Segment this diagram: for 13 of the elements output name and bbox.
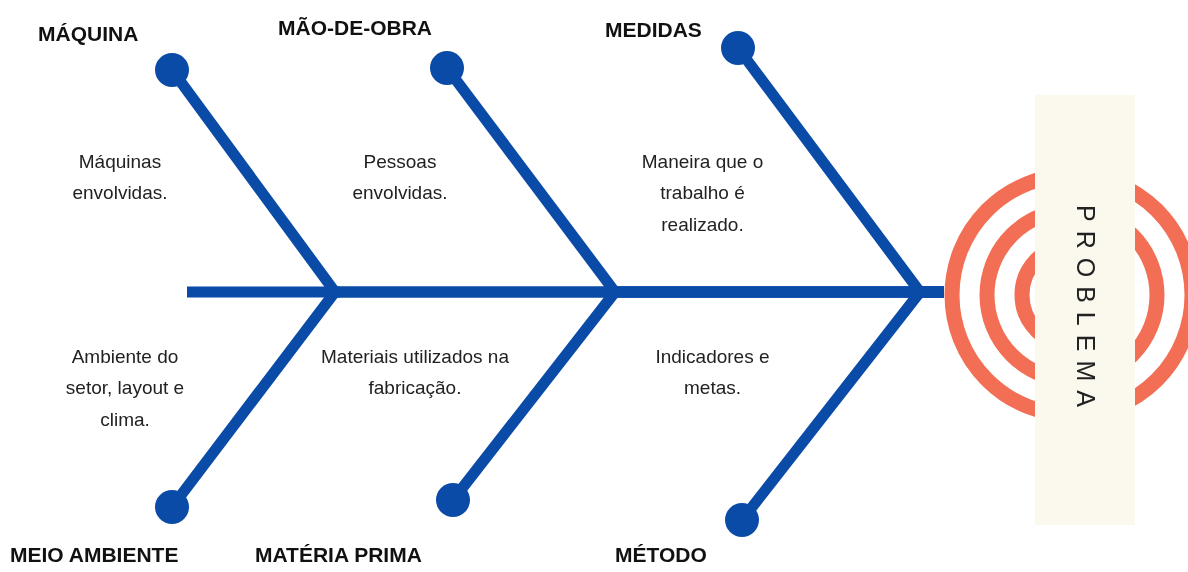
description-text: Máquinas envolvidas. [71,150,169,206]
description-text: Ambiente do setor, layout e clima. [64,345,186,432]
category-label: MÉTODO [615,543,707,567]
category-label: MEIO AMBIENTE [10,543,179,567]
description-text: Materiais utilizados na fabricação. [320,345,510,401]
category-label: MÁQUINA [38,22,139,46]
description-text: Indicadores e metas. [654,345,771,401]
description-text: Pessoas envolvidas. [351,150,449,206]
category-label: MÃO-DE-OBRA [278,16,432,40]
description-text: Maneira que o trabalho é realizado. [640,150,765,237]
category-label: MATÉRIA PRIMA [255,543,422,567]
category-label: MEDIDAS [605,18,702,42]
problem-label: PROBLEMA [1070,204,1100,416]
